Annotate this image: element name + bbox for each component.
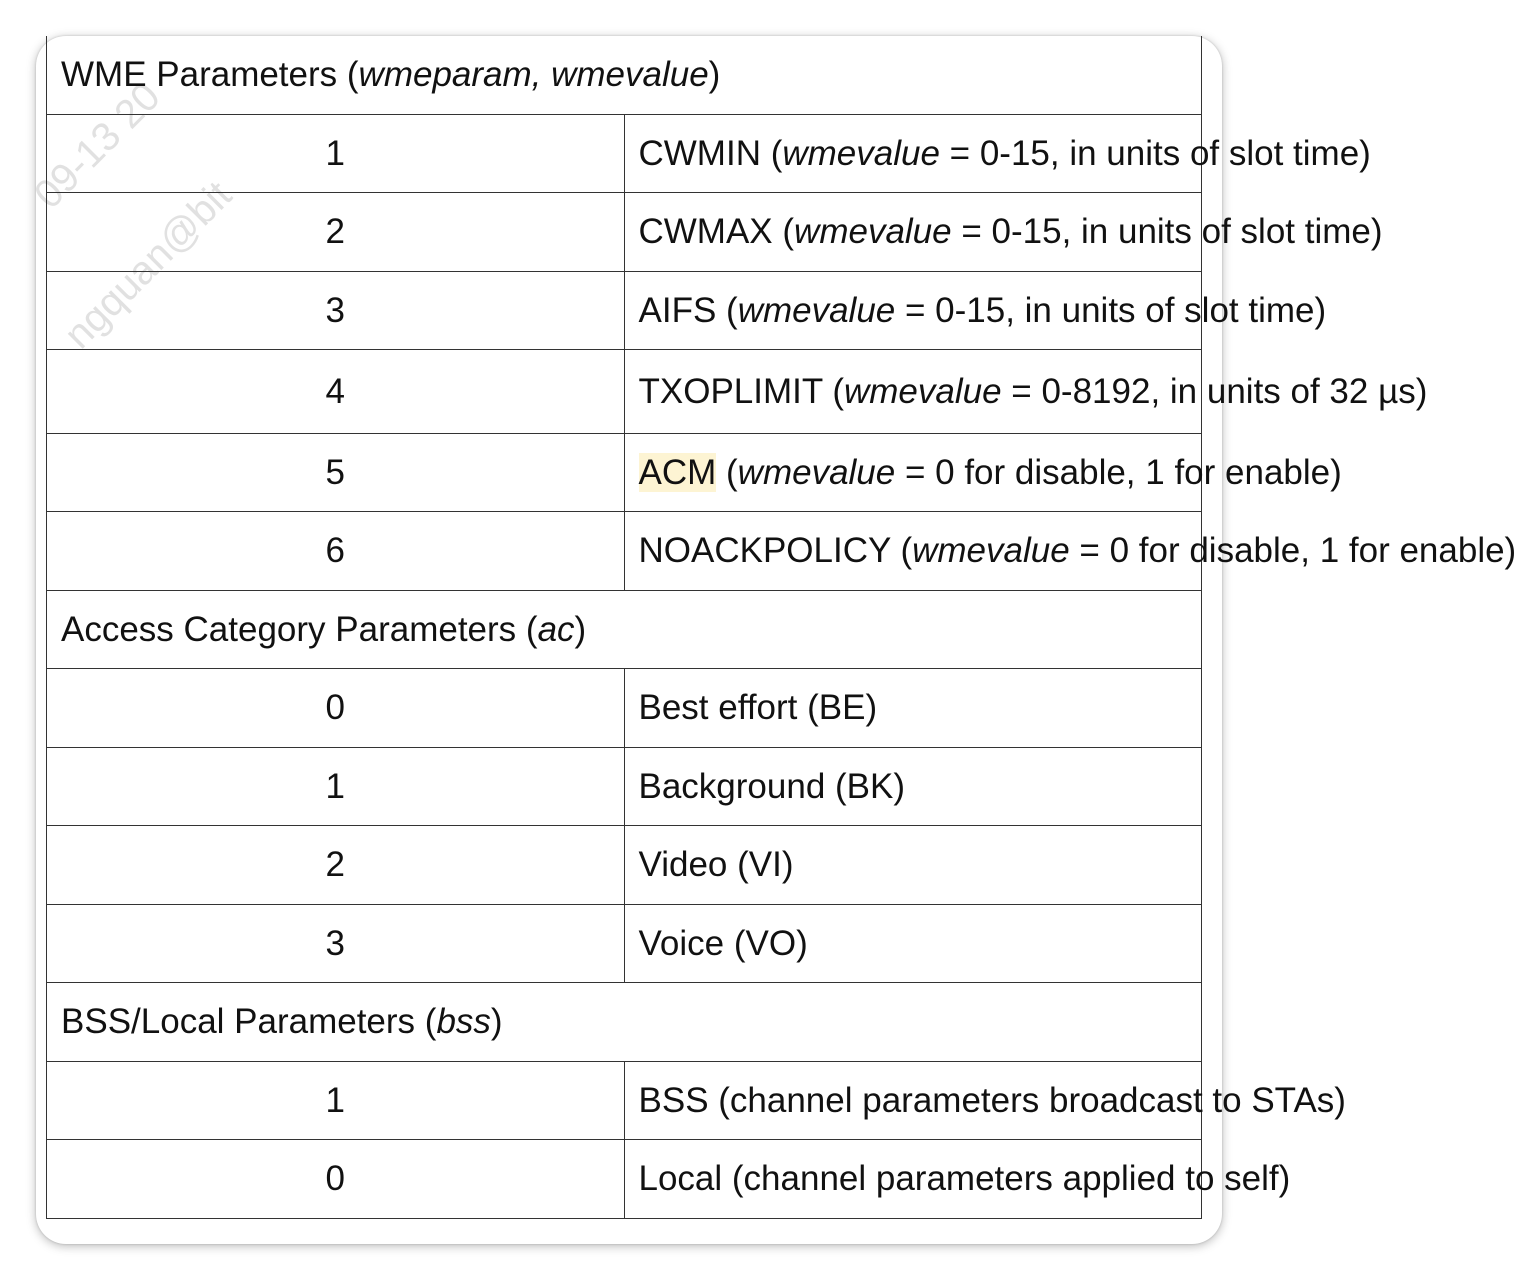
param-label-highlighted: ACM <box>638 452 717 492</box>
param-arg: wmevalue <box>782 133 940 173</box>
bss-number: 0 <box>46 1139 625 1219</box>
param-number: 5 <box>46 432 625 513</box>
table-row: 1 CWMIN (wmevalue = 0-15, in units of sl… <box>46 113 1371 194</box>
table-row: 5 ACM (wmevalue = 0 for disable, 1 for e… <box>46 432 1342 513</box>
param-description: CWMIN (wmevalue = 0-15, in units of slot… <box>623 113 1371 194</box>
bss-description: BSS (channel parameters broadcast to STA… <box>623 1060 1346 1141</box>
ac-description: Video (VI) <box>623 825 1202 905</box>
param-range: = 0-8192, in units of 32 µs) <box>1001 371 1428 411</box>
param-label: AIFS <box>638 290 717 330</box>
table-row: 4 TXOPLIMIT (wmevalue = 0-8192, in units… <box>46 349 1427 434</box>
param-label: CWMIN <box>638 133 761 173</box>
document-card: 09-13 20 ngquan@bit WME Parameters (wmep… <box>26 36 1516 1244</box>
section-header-ac: Access Category Parameters (ac) <box>46 589 1202 670</box>
param-arg: wmevalue <box>844 371 1002 411</box>
section-title: BSS/Local Parameters <box>61 1002 416 1042</box>
table-row: 1 BSS (channel parameters broadcast to S… <box>46 1060 1346 1141</box>
section-header-wme: WME Parameters (wmeparam, wmevalue) <box>46 36 1202 115</box>
table-row: 2 Video (VI) <box>46 825 1202 905</box>
param-range: = 0 for disable, 1 for enable) <box>1069 531 1516 571</box>
ac-number: 1 <box>46 746 625 827</box>
param-label: NOACKPOLICY <box>638 531 891 571</box>
ac-description: Best effort (BE) <box>623 668 1202 748</box>
ac-description: Voice (VO) <box>623 903 1202 984</box>
param-arg: wmevalue <box>794 212 952 252</box>
param-number: 6 <box>46 511 625 591</box>
ac-number: 2 <box>46 825 625 905</box>
param-description: TXOPLIMIT (wmevalue = 0-8192, in units o… <box>623 349 1427 434</box>
section-header-cell: Access Category Parameters (ac) <box>46 589 1202 670</box>
param-range: = 0-15, in units of slot time) <box>895 290 1327 330</box>
param-number: 4 <box>46 349 625 434</box>
section-args: ac <box>537 609 575 649</box>
parameters-table: WME Parameters (wmeparam, wmevalue) 1 CW… <box>46 36 1516 1219</box>
bss-number: 1 <box>46 1060 625 1141</box>
bss-description: Local (channel parameters applied to sel… <box>623 1139 1290 1219</box>
section-title: WME Parameters <box>61 54 338 94</box>
param-label: TXOPLIMIT <box>638 371 823 411</box>
param-arg: wmevalue <box>737 452 896 492</box>
table-row: 1 Background (BK) <box>46 746 1202 827</box>
section-args: bss <box>436 1002 491 1042</box>
table-row: 2 CWMAX (wmevalue = 0-15, in units of sl… <box>46 192 1383 272</box>
param-description: NOACKPOLICY (wmevalue = 0 for disable, 1… <box>623 511 1516 591</box>
param-arg: wmevalue <box>737 290 896 330</box>
table-row: 0 Best effort (BE) <box>46 668 1202 748</box>
param-range: = 0 for disable, 1 for enable) <box>895 452 1342 492</box>
param-range: = 0-15, in units of slot time) <box>939 133 1371 173</box>
param-label: CWMAX <box>638 212 773 252</box>
param-arg: wmevalue <box>912 531 1070 571</box>
param-range: = 0-15, in units of slot time) <box>951 212 1383 252</box>
param-description: ACM (wmevalue = 0 for disable, 1 for ena… <box>623 432 1342 513</box>
ac-number: 3 <box>46 903 625 984</box>
table-row: 6 NOACKPOLICY (wmevalue = 0 for disable,… <box>46 511 1516 591</box>
section-title: Access Category Parameters <box>61 609 517 649</box>
param-description: AIFS (wmevalue = 0-15, in units of slot … <box>623 270 1326 351</box>
table-row: 3 AIFS (wmevalue = 0-15, in units of slo… <box>46 270 1326 351</box>
param-description: CWMAX (wmevalue = 0-15, in units of slot… <box>623 192 1383 272</box>
ac-number: 0 <box>46 668 625 748</box>
section-header-cell: WME Parameters (wmeparam, wmevalue) <box>46 36 1202 115</box>
section-args: wmeparam, wmevalue <box>358 54 709 94</box>
table-row: 3 Voice (VO) <box>46 903 1202 984</box>
param-number: 1 <box>46 113 625 194</box>
section-header-bss: BSS/Local Parameters (bss) <box>46 982 1202 1062</box>
param-number: 3 <box>46 270 625 351</box>
table-row: 0 Local (channel parameters applied to s… <box>46 1139 1290 1219</box>
ac-description: Background (BK) <box>623 746 1202 827</box>
section-header-cell: BSS/Local Parameters (bss) <box>46 982 1202 1062</box>
param-number: 2 <box>46 192 625 272</box>
